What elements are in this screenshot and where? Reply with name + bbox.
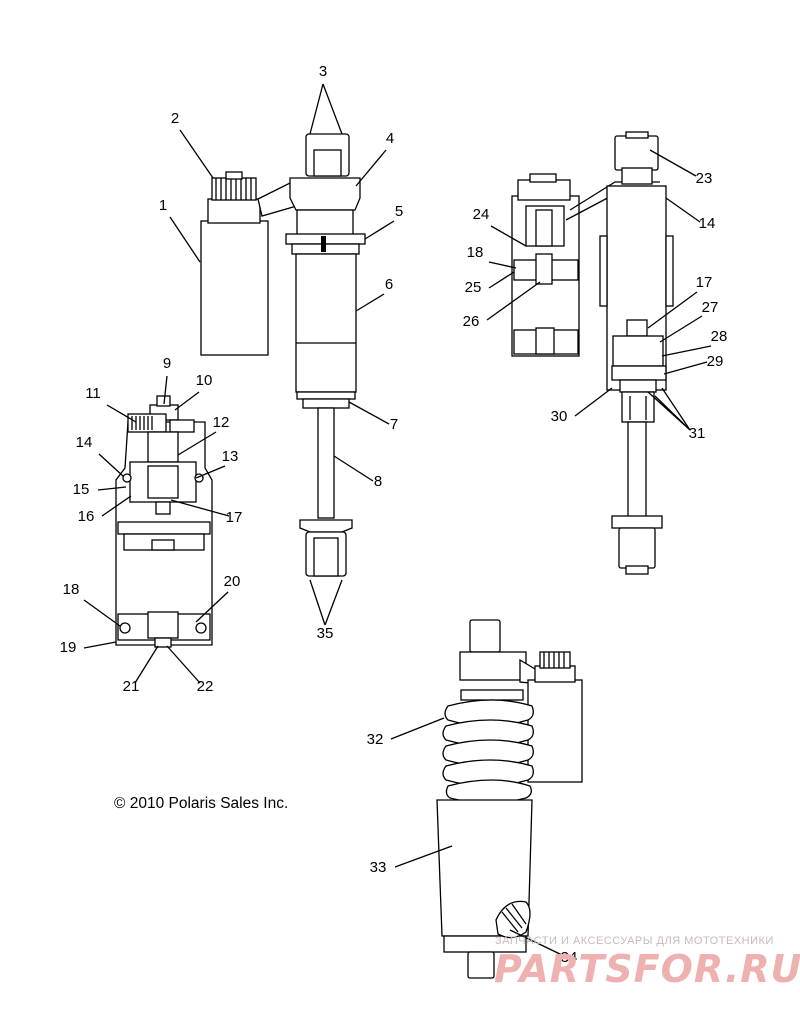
callout-c34: 34 <box>561 949 578 966</box>
callout-c3: 3 <box>319 63 327 80</box>
reservoir-cap-base <box>207 198 261 224</box>
callout-c26: 26 <box>463 313 480 330</box>
compression-adjuster <box>495 900 531 939</box>
callout-c25: 25 <box>465 279 482 296</box>
callout-c32: 32 <box>367 731 384 748</box>
callout-c30: 30 <box>551 408 568 425</box>
callout-c21: 21 <box>123 678 140 695</box>
callout-c17: 17 <box>226 509 243 526</box>
callout-c18: 18 <box>63 581 80 598</box>
bumper <box>299 519 353 533</box>
callout-c20: 20 <box>224 573 241 590</box>
callout-c10: 10 <box>196 372 213 389</box>
coilover-top-eye <box>469 619 501 653</box>
callout-c22: 22 <box>197 678 214 695</box>
callout-c2: 2 <box>171 110 179 127</box>
coilover-reservoir <box>527 679 583 783</box>
callout-c8: 8 <box>374 473 382 490</box>
reservoir-body <box>200 220 269 356</box>
callout-c4: 4 <box>386 130 394 147</box>
bottom-eye <box>618 527 656 569</box>
coil-spring <box>442 699 534 804</box>
callout-c5: 5 <box>395 203 403 220</box>
adjuster-knob <box>211 177 257 201</box>
callout-c33: 33 <box>370 859 387 876</box>
callout-c23: 23 <box>696 170 713 187</box>
callout-c15: 15 <box>73 481 90 498</box>
watermark-logo: PARTSFOR.RU <box>494 947 800 991</box>
shock-assembly-top <box>200 133 366 577</box>
callout-c12: 12 <box>213 414 230 431</box>
reservoir-section-left <box>115 395 213 648</box>
callout-c6: 6 <box>385 276 393 293</box>
shock-section-right <box>511 131 674 575</box>
callout-c1: 1 <box>159 197 167 214</box>
callout-c24: 24 <box>473 206 490 223</box>
top-eye <box>614 135 659 171</box>
callout-c19: 19 <box>60 639 77 656</box>
callout-c13: 13 <box>222 448 239 465</box>
callout-c11: 11 <box>85 385 101 402</box>
coilover-assembly <box>436 619 583 979</box>
callout-c14b: 14 <box>699 215 716 232</box>
callout-c29: 29 <box>707 353 724 370</box>
callout-c7: 7 <box>390 416 398 433</box>
callout-c35: 35 <box>317 625 334 642</box>
callout-c9: 9 <box>163 355 171 372</box>
bottom-cap <box>296 391 356 400</box>
body-cap <box>289 177 361 211</box>
copyright-text: © 2010 Polaris Sales Inc. <box>114 795 288 812</box>
callout-c14: 14 <box>76 434 93 451</box>
coilover-body <box>436 799 533 937</box>
callout-c16: 16 <box>78 508 95 525</box>
callout-c27: 27 <box>702 299 719 316</box>
leader-lines <box>83 83 712 956</box>
callout-c31: 31 <box>689 425 706 442</box>
watermark-tagline: ЗАПЧАСТИ И АКСЕССУАРЫ ДЛЯ МОТОТЕХНИКИ <box>495 935 774 947</box>
callout-c17b: 17 <box>696 274 713 291</box>
shaft <box>317 407 335 519</box>
callout-c18b: 18 <box>467 244 484 261</box>
shock-body <box>295 253 357 393</box>
callout-c28: 28 <box>711 328 728 345</box>
